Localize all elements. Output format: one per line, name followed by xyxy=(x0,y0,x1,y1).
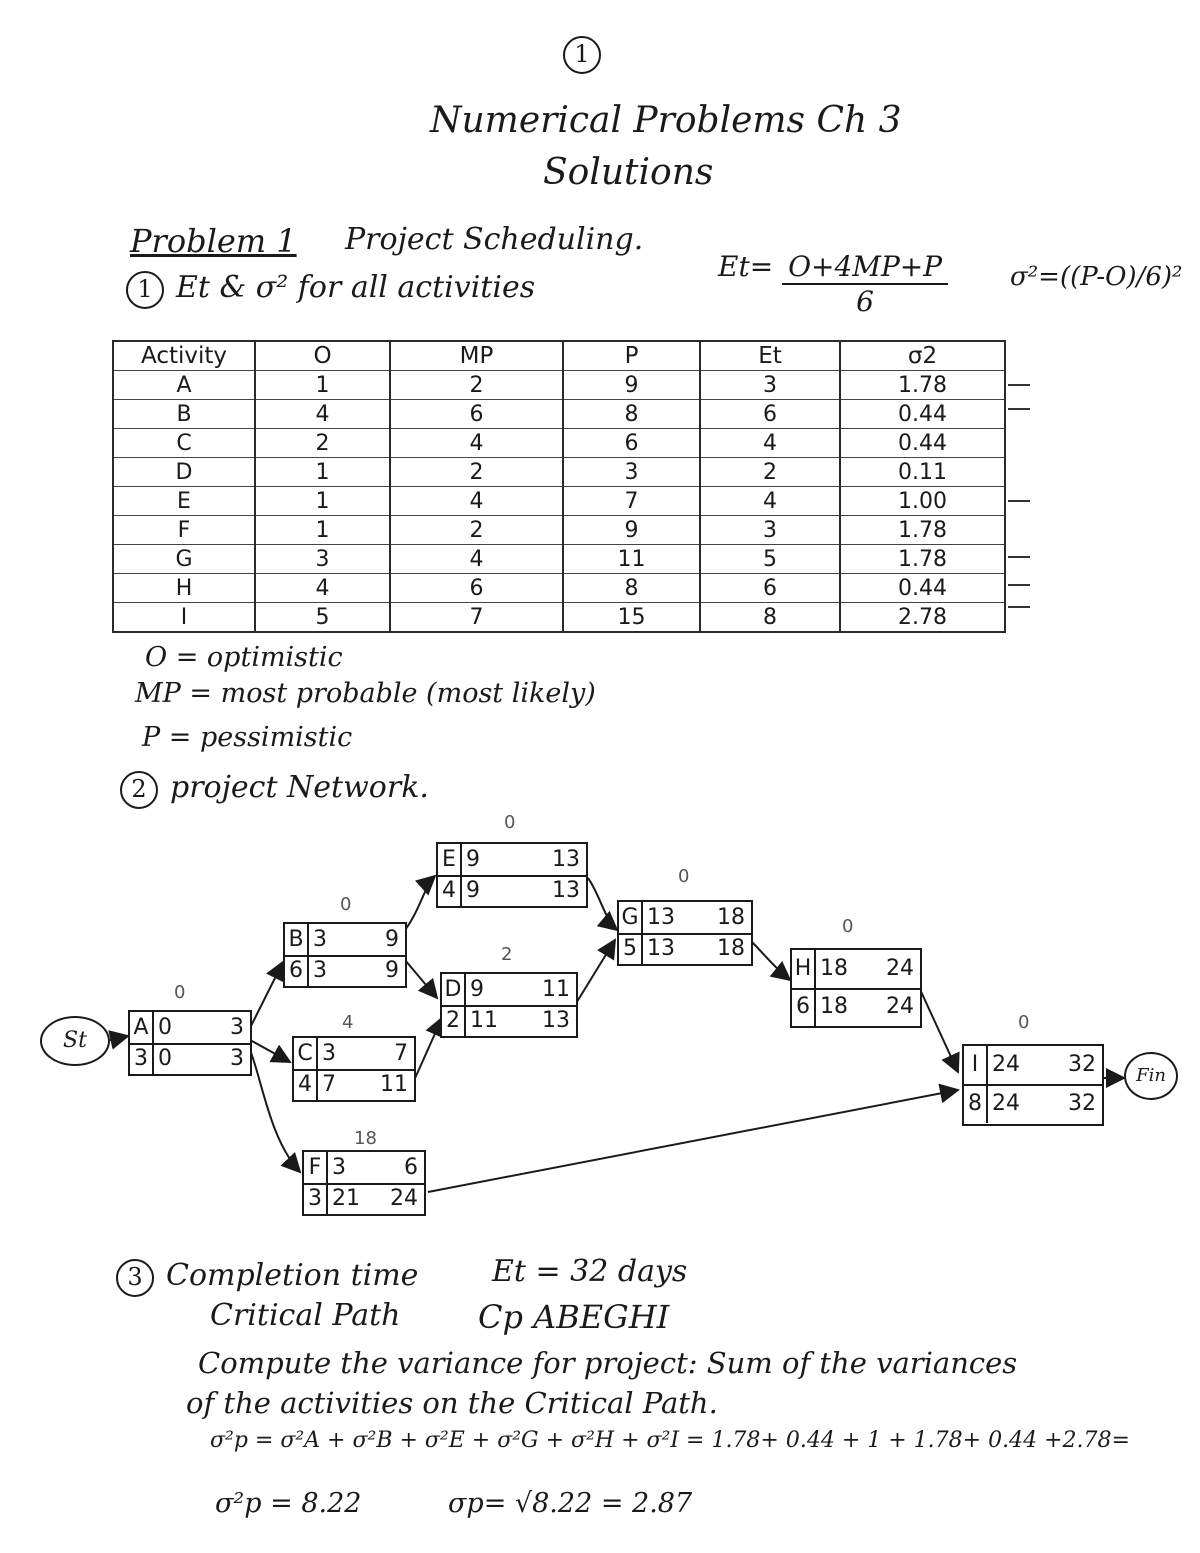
formula-numerator: O+4MP+P xyxy=(782,250,949,285)
arrow-c-d xyxy=(411,1016,444,1086)
formula-et: Et= O+4MP+P 6 xyxy=(718,250,949,318)
arrow-a-b xyxy=(249,960,284,1029)
page-title: Numerical Problems Ch 3 xyxy=(430,100,902,141)
legend-pessimistic: P = pessimistic xyxy=(142,722,353,753)
completion-time: Et = 32 days xyxy=(492,1254,688,1289)
margin-tick xyxy=(1008,500,1030,502)
slack-label: 0 xyxy=(340,894,352,915)
col-activity: Activity xyxy=(112,340,256,371)
legend-most-probable: MP = most probable (most likely) xyxy=(135,678,596,709)
col-variance: σ2 xyxy=(839,340,1006,371)
arrow-st-a xyxy=(108,1030,130,1050)
arrow-e-g xyxy=(587,877,619,932)
margin-tick xyxy=(1008,556,1030,558)
slack-label: 4 xyxy=(342,1012,354,1033)
problem-heading: Problem 1 xyxy=(130,222,297,260)
arrow-b-e xyxy=(404,874,437,931)
margin-tick xyxy=(1008,408,1030,410)
arrow-f-i xyxy=(427,1083,960,1193)
std-dev-result: σp= √8.22 = 2.87 xyxy=(448,1488,693,1519)
margin-tick xyxy=(1008,606,1030,608)
arrow-h-i xyxy=(917,984,960,1074)
col-pessimistic: P xyxy=(562,340,701,371)
critical-path-value: Cp ABEGHI xyxy=(478,1298,670,1336)
page-number: 1 xyxy=(563,36,613,74)
slack-label: 0 xyxy=(678,866,690,887)
page-subtitle: Solutions xyxy=(543,152,714,193)
legend-optimistic: O = optimistic xyxy=(145,642,343,673)
arrow-b-d xyxy=(404,959,439,1000)
slack-label: 0 xyxy=(1018,1012,1030,1033)
slack-label: 0 xyxy=(174,982,186,1003)
margin-tick xyxy=(1008,584,1030,586)
arrow-g-h xyxy=(749,939,792,982)
col-most-probable: MP xyxy=(389,340,564,371)
arrow-d-g xyxy=(574,938,617,1006)
formula-denominator: 6 xyxy=(856,285,874,318)
table-header-row: Activity O MP P Et σ2 xyxy=(112,340,1006,371)
slack-label: 18 xyxy=(354,1128,377,1149)
variance-text-2: of the activities on the Critical Path. xyxy=(186,1386,718,1420)
variance-equation: σ²p = σ²A + σ²B + σ²E + σ²G + σ²H + σ²I … xyxy=(210,1428,1130,1453)
critical-path-label: Critical Path xyxy=(210,1298,401,1333)
start-node: St xyxy=(40,1016,110,1066)
col-expected-time: Et xyxy=(699,340,841,371)
formula-variance: σ²=((P-O)/6)² xyxy=(1010,262,1183,292)
arrow-a-c xyxy=(249,1039,292,1063)
margin-tick xyxy=(1008,384,1030,386)
variance-text-1: Compute the variance for project: Sum of… xyxy=(198,1346,1018,1380)
slack-label: 0 xyxy=(504,812,516,833)
slack-label: 0 xyxy=(842,916,854,937)
col-optimistic: O xyxy=(254,340,391,371)
slack-label: 2 xyxy=(501,944,513,965)
variance-result: σ²p = 8.22 xyxy=(215,1488,362,1519)
finish-node: Fin xyxy=(1124,1052,1178,1100)
problem-topic: Project Scheduling. xyxy=(345,222,644,257)
